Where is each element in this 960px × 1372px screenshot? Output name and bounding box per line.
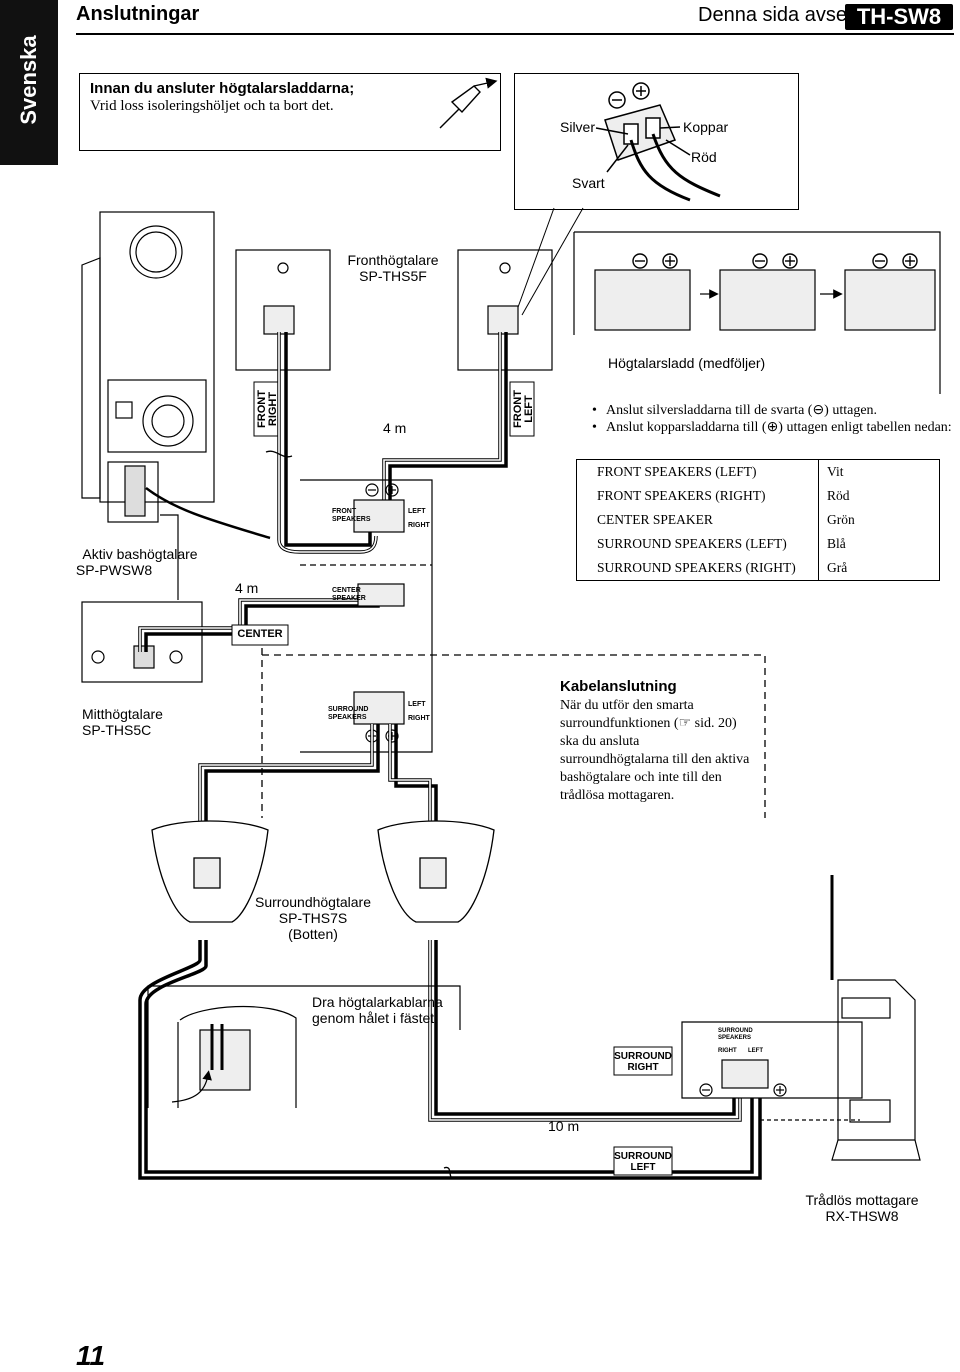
surround-right-speaker [377,820,495,923]
table-color: Vit [818,459,940,484]
polarity-icons [632,253,918,269]
panel-surround-speakers: SURROUND SPEAKERS [328,706,369,721]
surround-speaker-model: SP-THS7S [278,910,348,926]
bracket-detail-box [147,985,461,1108]
label-koppar: Koppar [683,119,729,135]
surround-speaker-name: Surroundhögtalare [255,894,371,910]
surround-distance: 10 m [548,1118,580,1134]
model-badge: TH-SW8 [845,4,953,30]
table-row: SURROUND SPEAKERS (LEFT) Blå [577,532,940,556]
tag-front-right: FRONT RIGHT [256,390,279,428]
language-tab: Svenska [0,0,58,165]
header-rule [76,33,954,35]
receiver-panel-label: SURROUND SPEAKERS [718,1028,753,1041]
subwoofer-name: Aktiv bashögtalare [82,546,198,562]
page-number: 11 [76,1340,106,1371]
center-speaker-model: SP-THS5C [82,722,152,738]
table-color: Röd [818,484,940,508]
terminal-steps-box [573,231,941,394]
surround-left-speaker [151,820,269,923]
cable-supplied-label: Högtalarsladd (medföljer) [608,355,766,371]
notice-box [79,73,501,151]
table-color: Blå [818,532,940,556]
mount-note: Dra högtalarkablarna genom hålet i fäste… [312,994,443,1026]
insulation-cap-icon [439,77,498,129]
tag-center: CENTER [237,628,283,640]
subwoofer-illustration [81,211,271,683]
table-channel: SURROUND SPEAKERS (LEFT) [597,535,787,551]
notice-title: Innan du ansluter högtalarsladdarna; [90,80,355,97]
front-distance: 4 m [383,420,407,436]
sub-terminal-panel [300,479,433,753]
panel-surround-right: RIGHT [408,715,430,722]
table-channel: FRONT SPEAKERS (LEFT) [597,463,757,479]
table-channel: SURROUND SPEAKERS (RIGHT) [597,559,796,575]
receiver-panel-right: RIGHT [718,1048,737,1054]
tag-front-left: FRONT LEFT [512,390,535,428]
panel-center-speaker: CENTER SPEAKER [332,587,366,602]
table-color: Grön [818,508,940,532]
panel-front-speakers: FRONT SPEAKERS [332,508,371,523]
table-row: SURROUND SPEAKERS (RIGHT) Grå [577,556,940,581]
tag-surround-right: SURROUND RIGHT [614,1051,672,1073]
panel-front-left: LEFT [408,508,426,515]
table-color: Grå [818,556,940,581]
label-silver: Silver [560,119,596,135]
instruction-2: Anslut kopparsladdarna till (⊕) uttagen … [592,419,952,436]
front-speaker-model: SP-THS5F [359,268,427,284]
front-speaker-name: Fronthögtalare [347,252,439,268]
center-speaker-name: Mitthögtalare [82,706,163,722]
wireless-receiver [681,875,921,1161]
smart-surround-dashed-region [261,648,766,818]
table-channel: FRONT SPEAKERS (RIGHT) [597,487,766,503]
front-right-speaker [235,249,331,371]
surround-speaker-note: (Botten) [288,926,338,942]
instructions: Anslut silversladdarna till de svarta (⊖… [592,402,952,436]
terminal-closeup-icon [595,82,721,202]
terminal-detail-box [514,73,799,210]
notice-body: Vrid loss isoleringshöljet och ta bort d… [90,98,334,114]
subwoofer-model: SP-PWSW8 [75,562,153,578]
kabel-body: När du utför den smarta surroundfunktion… [560,698,750,803]
label-rod: Röd [691,149,717,165]
page-scope: Denna sida avser [698,4,854,26]
receiver-name: Trådlös mottagare [805,1192,919,1208]
section-title: Anslutningar [76,3,200,25]
receiver-model: RX-THSW8 [825,1208,899,1224]
table-row: FRONT SPEAKERS (LEFT) Vit [577,459,940,484]
table-channel: CENTER SPEAKER [597,511,713,527]
panel-surround-left: LEFT [408,701,426,708]
tag-surround-left: SURROUND LEFT [614,1151,672,1173]
table-row: CENTER SPEAKER Grön [577,508,940,532]
table-row: FRONT SPEAKERS (RIGHT) Röd [577,484,940,508]
wire-color-table: FRONT SPEAKERS (LEFT) Vit FRONT SPEAKERS … [576,459,940,581]
instruction-1: Anslut silversladdarna till de svarta (⊖… [592,402,952,419]
kabel-title: Kabelanslutning [560,678,677,695]
panel-front-right: RIGHT [408,522,430,529]
sub-distance: 4 m [235,580,259,596]
receiver-panel-left: LEFT [748,1048,763,1054]
label-svart: Svart [572,175,605,191]
